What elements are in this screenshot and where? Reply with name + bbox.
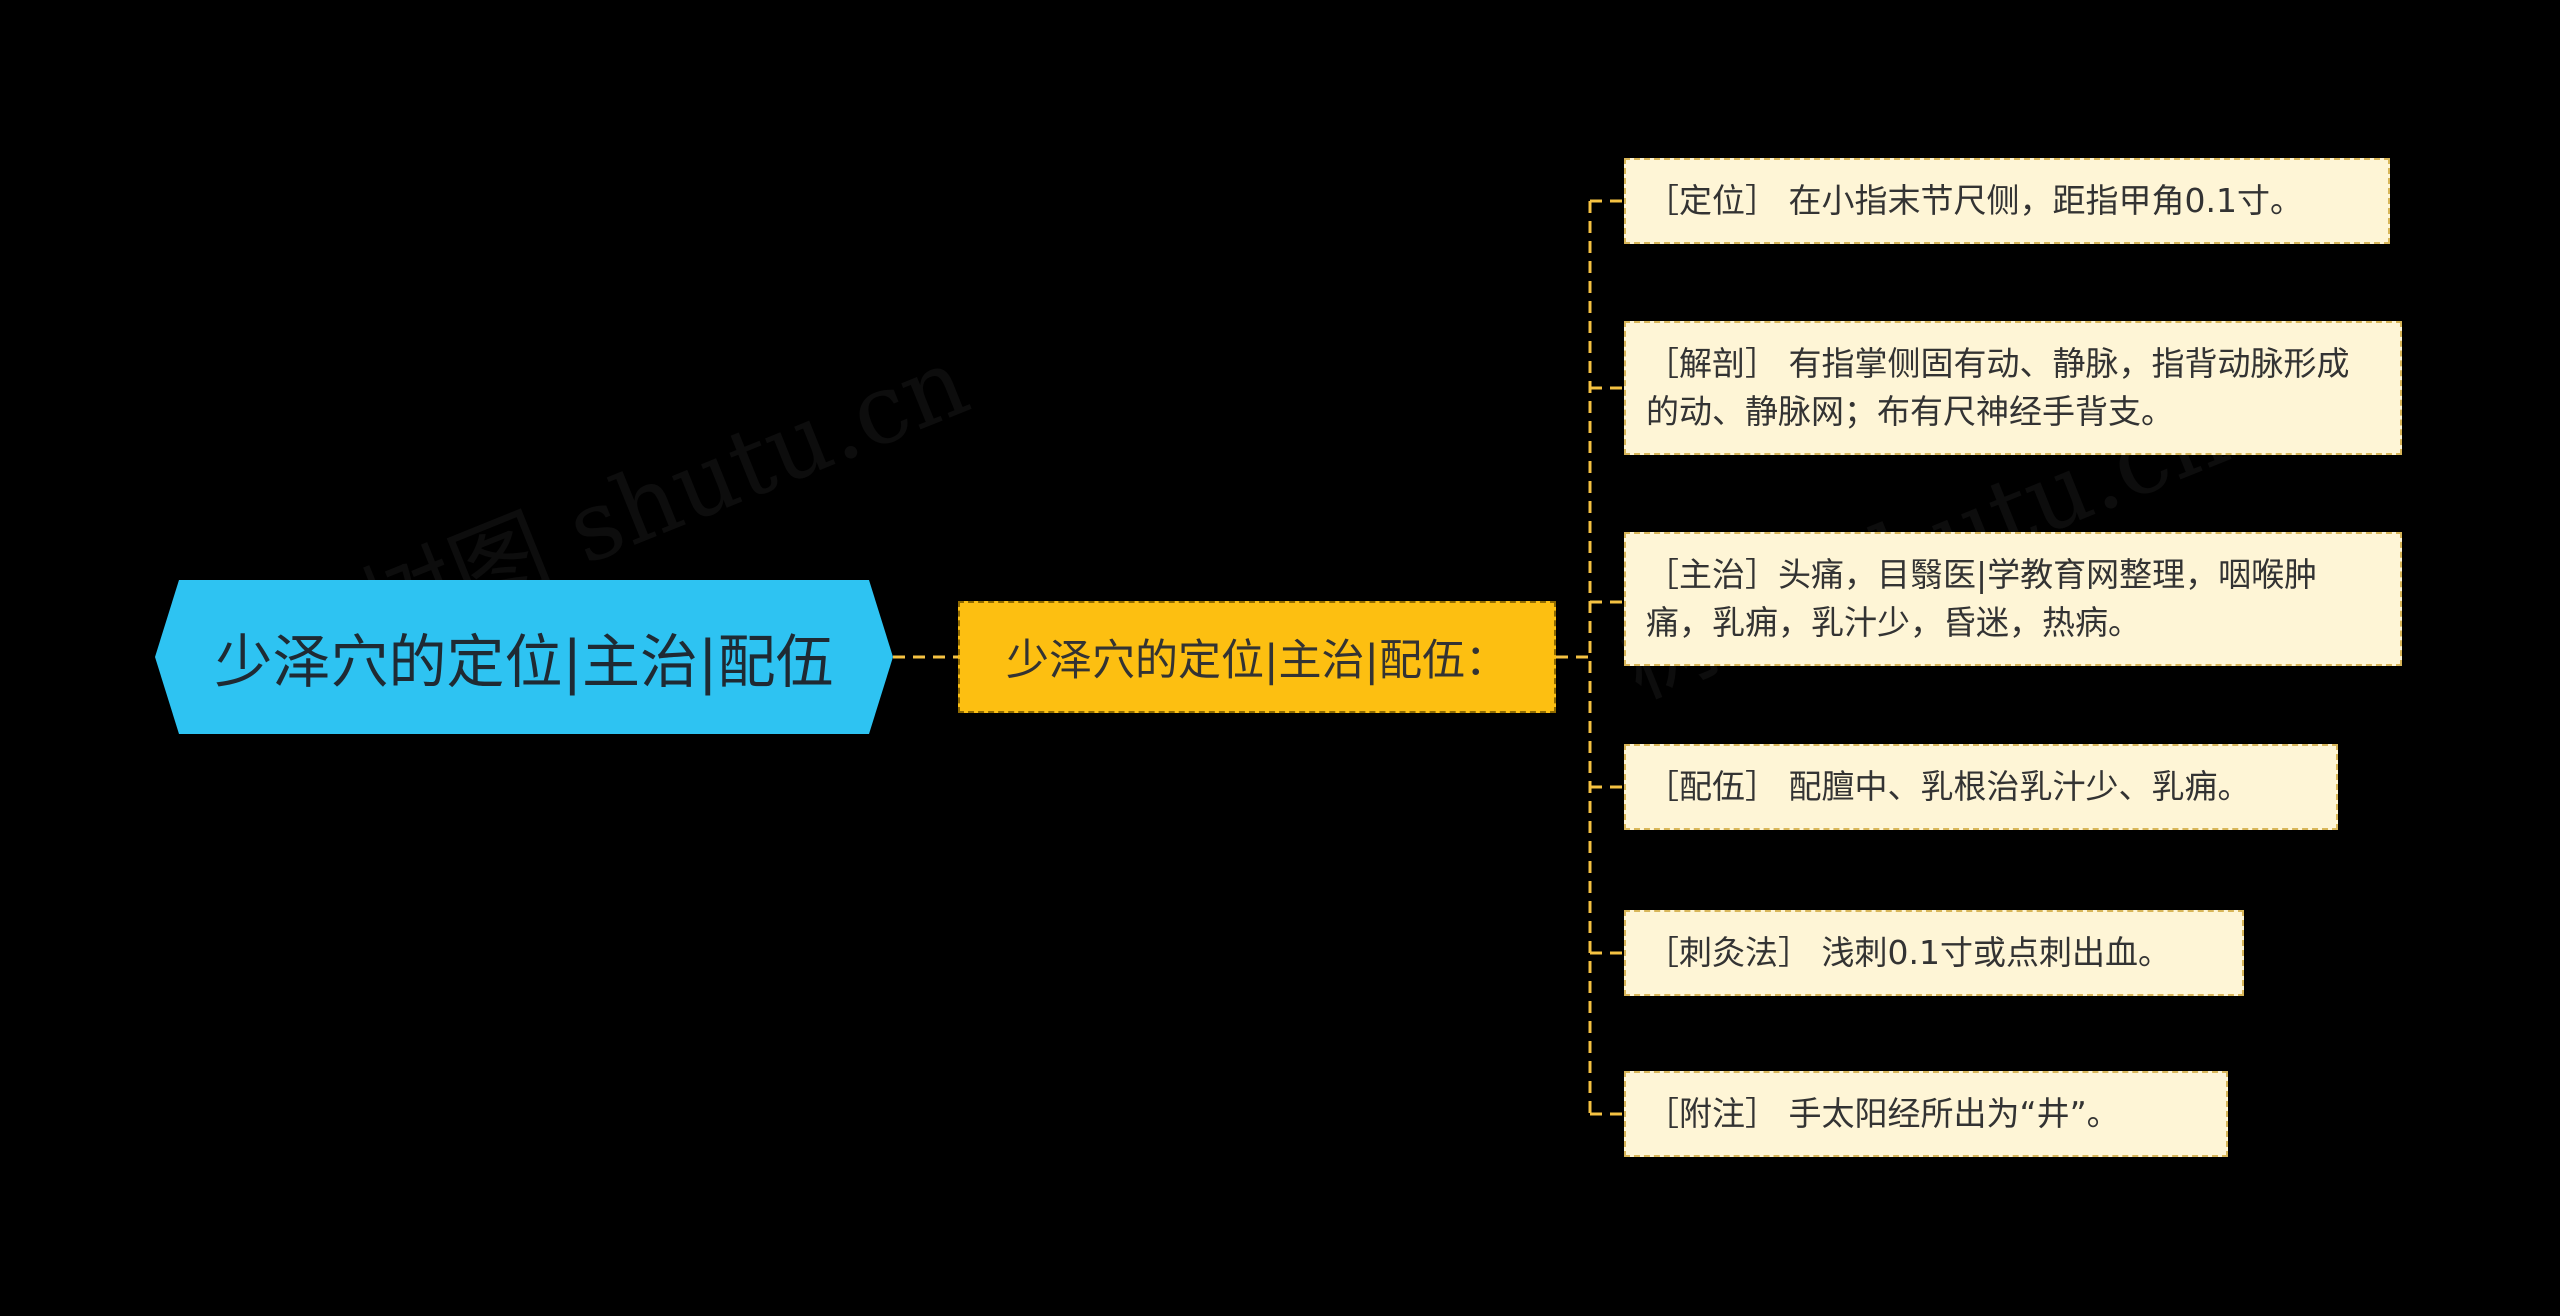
leaf-text: ［解剖］ 有指掌侧固有动、静脉，指背动脉形成的动、静脉网；布有尺神经手背支。 bbox=[1646, 344, 2350, 431]
leaf-text: ［配伍］ 配膻中、乳根治乳汁少、乳痈。 bbox=[1646, 767, 2251, 806]
leaf-text: ［主治］头痛，目翳医|学教育网整理，咽喉肿痛，乳痈，乳汁少，昏迷，热病。 bbox=[1646, 555, 2318, 642]
leaf-node-location[interactable]: ［定位］ 在小指末节尺侧，距指甲角0.1寸。 bbox=[1624, 158, 2390, 244]
leaf-node-note[interactable]: ［附注］ 手太阳经所出为“井”。 bbox=[1624, 1071, 2228, 1157]
leaf-node-anatomy[interactable]: ［解剖］ 有指掌侧固有动、静脉，指背动脉形成的动、静脉网；布有尺神经手背支。 bbox=[1624, 321, 2402, 455]
leaf-node-indications[interactable]: ［主治］头痛，目翳医|学教育网整理，咽喉肿痛，乳痈，乳汁少，昏迷，热病。 bbox=[1624, 532, 2402, 666]
subtopic-node[interactable]: 少泽穴的定位|主治|配伍： bbox=[958, 601, 1556, 713]
leaf-text: ［附注］ 手太阳经所出为“井”。 bbox=[1646, 1094, 2120, 1133]
root-topic-node[interactable]: 少泽穴的定位|主治|配伍 bbox=[155, 580, 893, 734]
subtopic-label: 少泽穴的定位|主治|配伍： bbox=[1006, 636, 1508, 686]
leaf-text: ［刺灸法］ 浅刺0.1寸或点刺出血。 bbox=[1646, 933, 2171, 972]
leaf-node-combination[interactable]: ［配伍］ 配膻中、乳根治乳汁少、乳痈。 bbox=[1624, 744, 2338, 830]
leaf-text: ［定位］ 在小指末节尺侧，距指甲角0.1寸。 bbox=[1646, 181, 2303, 220]
leaf-node-needling-method[interactable]: ［刺灸法］ 浅刺0.1寸或点刺出血。 bbox=[1624, 910, 2244, 996]
root-topic-label: 少泽穴的定位|主治|配伍 bbox=[214, 628, 834, 696]
